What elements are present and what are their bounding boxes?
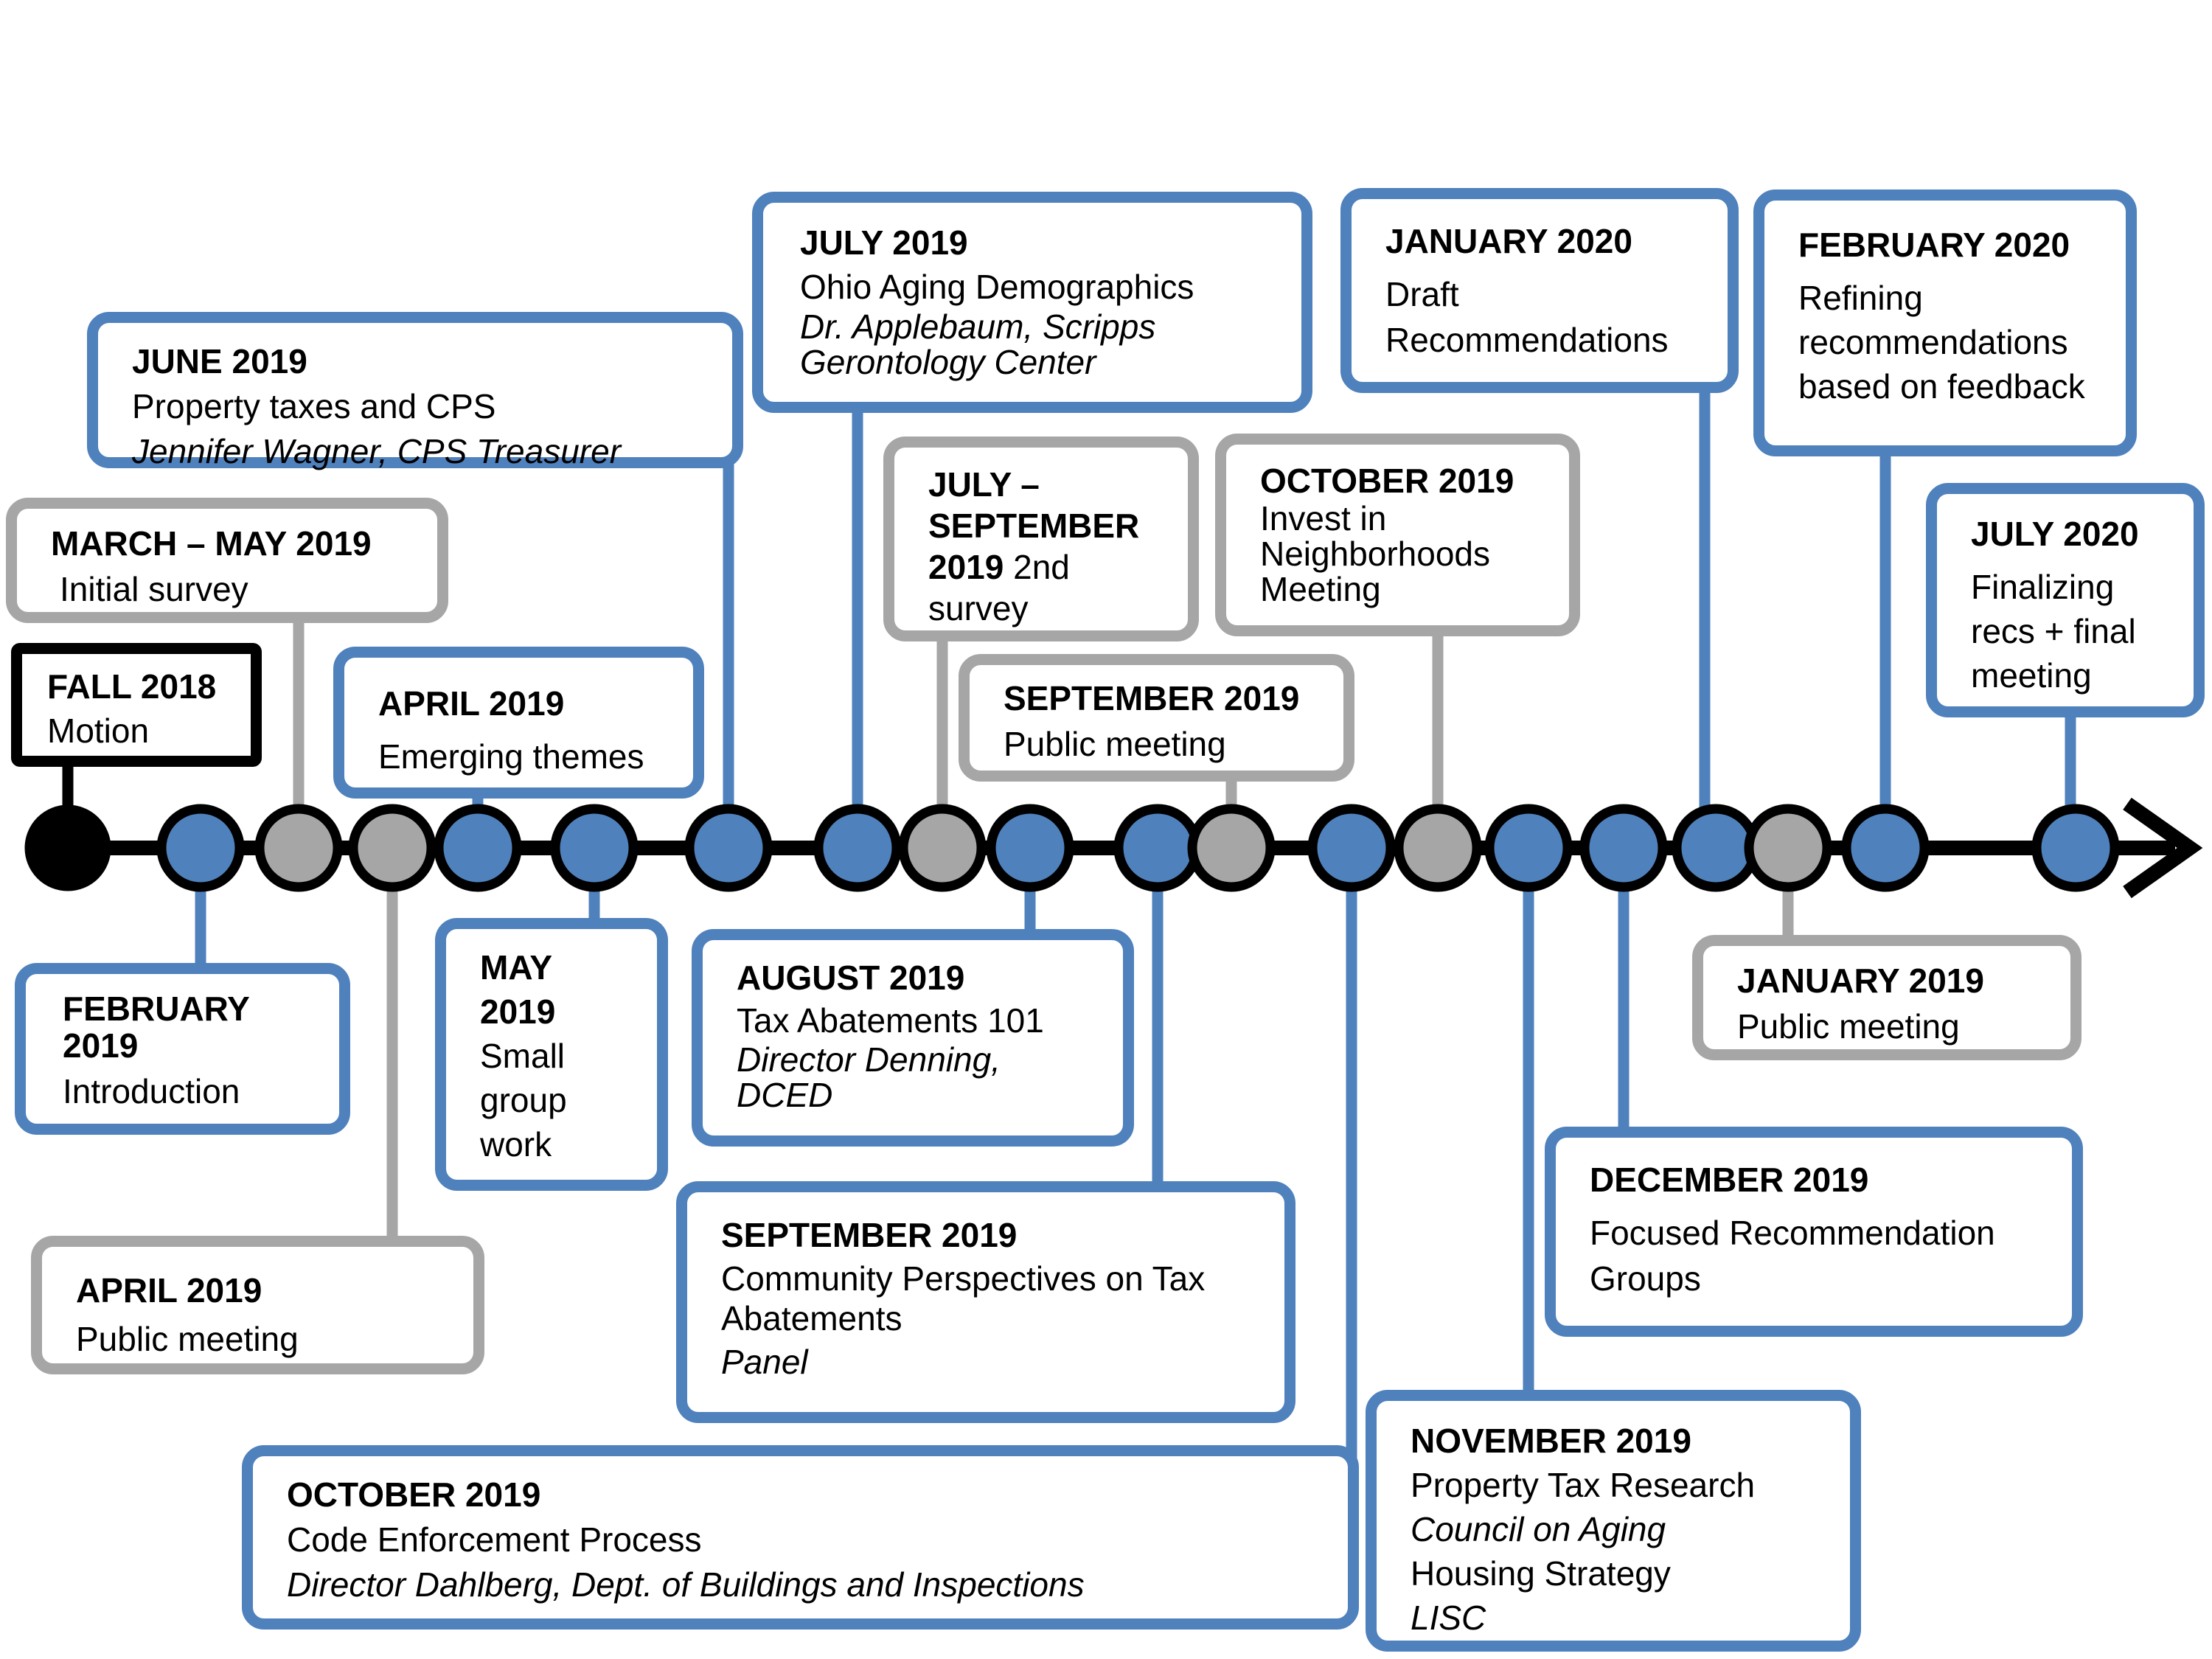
event-apr-2019-public: APRIL 2019 Public meeting [31, 1236, 484, 1374]
event-description: Public meeting [1737, 1007, 1960, 1046]
event-description: Community Perspectives on Tax Abatements [721, 1259, 1206, 1338]
event-description: 2nd survey [928, 548, 1070, 627]
event-date: FALL 2018 [47, 667, 217, 706]
event-description: Focused Recommendation Groups [1590, 1214, 1995, 1298]
dot-jul-sep-2019 [898, 804, 987, 892]
dot-apr-2019-public [348, 804, 437, 892]
event-date: JULY 2019 [800, 223, 968, 262]
event-feb-2019: FEBRUARY 2019 Introduction [15, 963, 350, 1135]
dot-jan-2020 [1672, 804, 1760, 892]
dot-feb-2019 [156, 804, 245, 892]
event-description: Property taxes and CPS [132, 387, 496, 425]
timeline-dots [24, 804, 2120, 892]
event-mar-may-2019: MARCH – MAY 2019 Initial survey [6, 498, 448, 623]
event-date: OCTOBER 2019 [1260, 462, 1514, 500]
event-sep-2019-panel: SEPTEMBER 2019 Community Perspectives on… [676, 1181, 1295, 1423]
dot-sep-2019-panel [1113, 804, 1202, 892]
event-description: Ohio Aging Demographics [800, 268, 1194, 306]
event-speaker-2: LISC [1411, 1599, 1486, 1637]
event-date: NOVEMBER 2019 [1411, 1422, 1691, 1460]
event-date: MAY 2019 [480, 948, 556, 1031]
event-jan-2019-public: JANUARY 2019 Public meeting [1692, 935, 2081, 1060]
event-date: FEBRUARY 2019 [63, 990, 250, 1065]
event-dec-2019: DECEMBER 2019 Focused Recommendation Gro… [1545, 1127, 2083, 1337]
event-description: Introduction [63, 1072, 240, 1110]
event-nov-2019: NOVEMBER 2019 Property Tax Research Coun… [1366, 1390, 1861, 1652]
event-speaker: Jennifer Wagner, CPS Treasurer [132, 432, 622, 470]
event-date: JULY 2020 [1971, 515, 2139, 553]
event-speaker: Council on Aging [1411, 1510, 1666, 1548]
event-jan-2020: JANUARY 2020 Draft Recommendations [1340, 188, 1739, 393]
event-description: Public meeting [76, 1320, 299, 1358]
dot-apr-2019-themes [434, 804, 522, 892]
event-description: Refining recommendations based on feedba… [1798, 279, 2085, 406]
event-jun-2019: JUNE 2019 Property taxes and CPS Jennife… [87, 312, 743, 470]
event-date: APRIL 2019 [76, 1271, 262, 1310]
event-jul-2020: JULY 2020 Finalizing recs + final meetin… [1926, 483, 2205, 717]
event-description: Property Tax Research [1411, 1466, 1756, 1504]
event-date: JULY – SEPTEMBER 2019 [928, 465, 1140, 586]
dot-fall-2018 [24, 804, 111, 891]
event-description: Initial survey [60, 570, 248, 608]
event-date: FEBRUARY 2020 [1798, 226, 2070, 264]
timeline-arrowhead [2123, 797, 2203, 899]
event-description: Tax Abatements 101 [737, 1001, 1044, 1040]
dot-aug-2019 [986, 804, 1074, 892]
event-description: Motion [47, 712, 150, 750]
event-date: APRIL 2019 [378, 684, 565, 723]
event-date: SEPTEMBER 2019 [1004, 679, 1300, 717]
event-jul-2019: JULY 2019 Ohio Aging Demographics Dr. Ap… [752, 192, 1312, 413]
dot-oct-2019-invest [1394, 804, 1482, 892]
dot-mar-may-2019 [254, 804, 343, 892]
event-aug-2019: AUGUST 2019 Tax Abatements 101 Director … [692, 929, 1134, 1147]
dot-may-2019 [550, 804, 639, 892]
event-sep-2019-public: SEPTEMBER 2019 Public meeting [959, 654, 1354, 782]
event-oct-2019-invest: OCTOBER 2019 Invest in Neighborhoods Mee… [1215, 434, 1580, 636]
event-date: JUNE 2019 [132, 342, 307, 380]
dot-jan-2019-public [1744, 804, 1832, 892]
event-date: MARCH – MAY 2019 [51, 524, 372, 563]
dot-sep-2019-public [1187, 804, 1276, 892]
event-description: Invest in Neighborhoods Meeting [1260, 499, 1491, 608]
event-feb-2020: FEBRUARY 2020 Refining recommendations b… [1753, 189, 2137, 456]
event-description: Draft Recommendations [1385, 275, 1669, 359]
event-description: Public meeting [1004, 725, 1226, 763]
dot-nov-2019 [1484, 804, 1573, 892]
dot-oct-2019-code [1307, 804, 1396, 892]
event-jul-sep-2019: JULY – SEPTEMBER 2019 2nd survey [883, 437, 1199, 641]
event-speaker: Director Denning, DCED [737, 1040, 1001, 1114]
event-speaker: Director Dahlberg, Dept. of Buildings an… [287, 1565, 1085, 1604]
event-date: DECEMBER 2019 [1590, 1161, 1869, 1199]
event-description: Small group work [480, 1037, 567, 1164]
event-date: JANUARY 2019 [1737, 961, 1984, 1000]
event-description: Code Enforcement Process [287, 1520, 702, 1559]
event-date: OCTOBER 2019 [287, 1475, 541, 1514]
event-may-2019: MAY 2019 Small group work [435, 918, 668, 1191]
event-date: AUGUST 2019 [737, 959, 965, 997]
dot-jul-2019 [813, 804, 902, 892]
event-description: Emerging themes [378, 737, 644, 776]
event-date: SEPTEMBER 2019 [721, 1216, 1018, 1254]
event-description: Finalizing recs + final meeting [1971, 568, 2136, 695]
event-apr-2019-themes: APRIL 2019 Emerging themes [333, 647, 704, 799]
event-date: JANUARY 2020 [1385, 222, 1632, 260]
dot-feb-2020 [1841, 804, 1930, 892]
dot-jun-2019 [684, 804, 773, 892]
dot-jul-2020 [2031, 804, 2120, 892]
dot-dec-2019 [1579, 804, 1668, 892]
event-fall-2018: FALL 2018 Motion [11, 643, 262, 767]
event-oct-2019-code: OCTOBER 2019 Code Enforcement Process Di… [242, 1445, 1359, 1630]
event-description-2: Housing Strategy [1411, 1554, 1671, 1593]
event-speaker: Panel [721, 1343, 808, 1381]
event-speaker: Dr. Applebaum, Scripps Gerontology Cente… [800, 307, 1156, 381]
